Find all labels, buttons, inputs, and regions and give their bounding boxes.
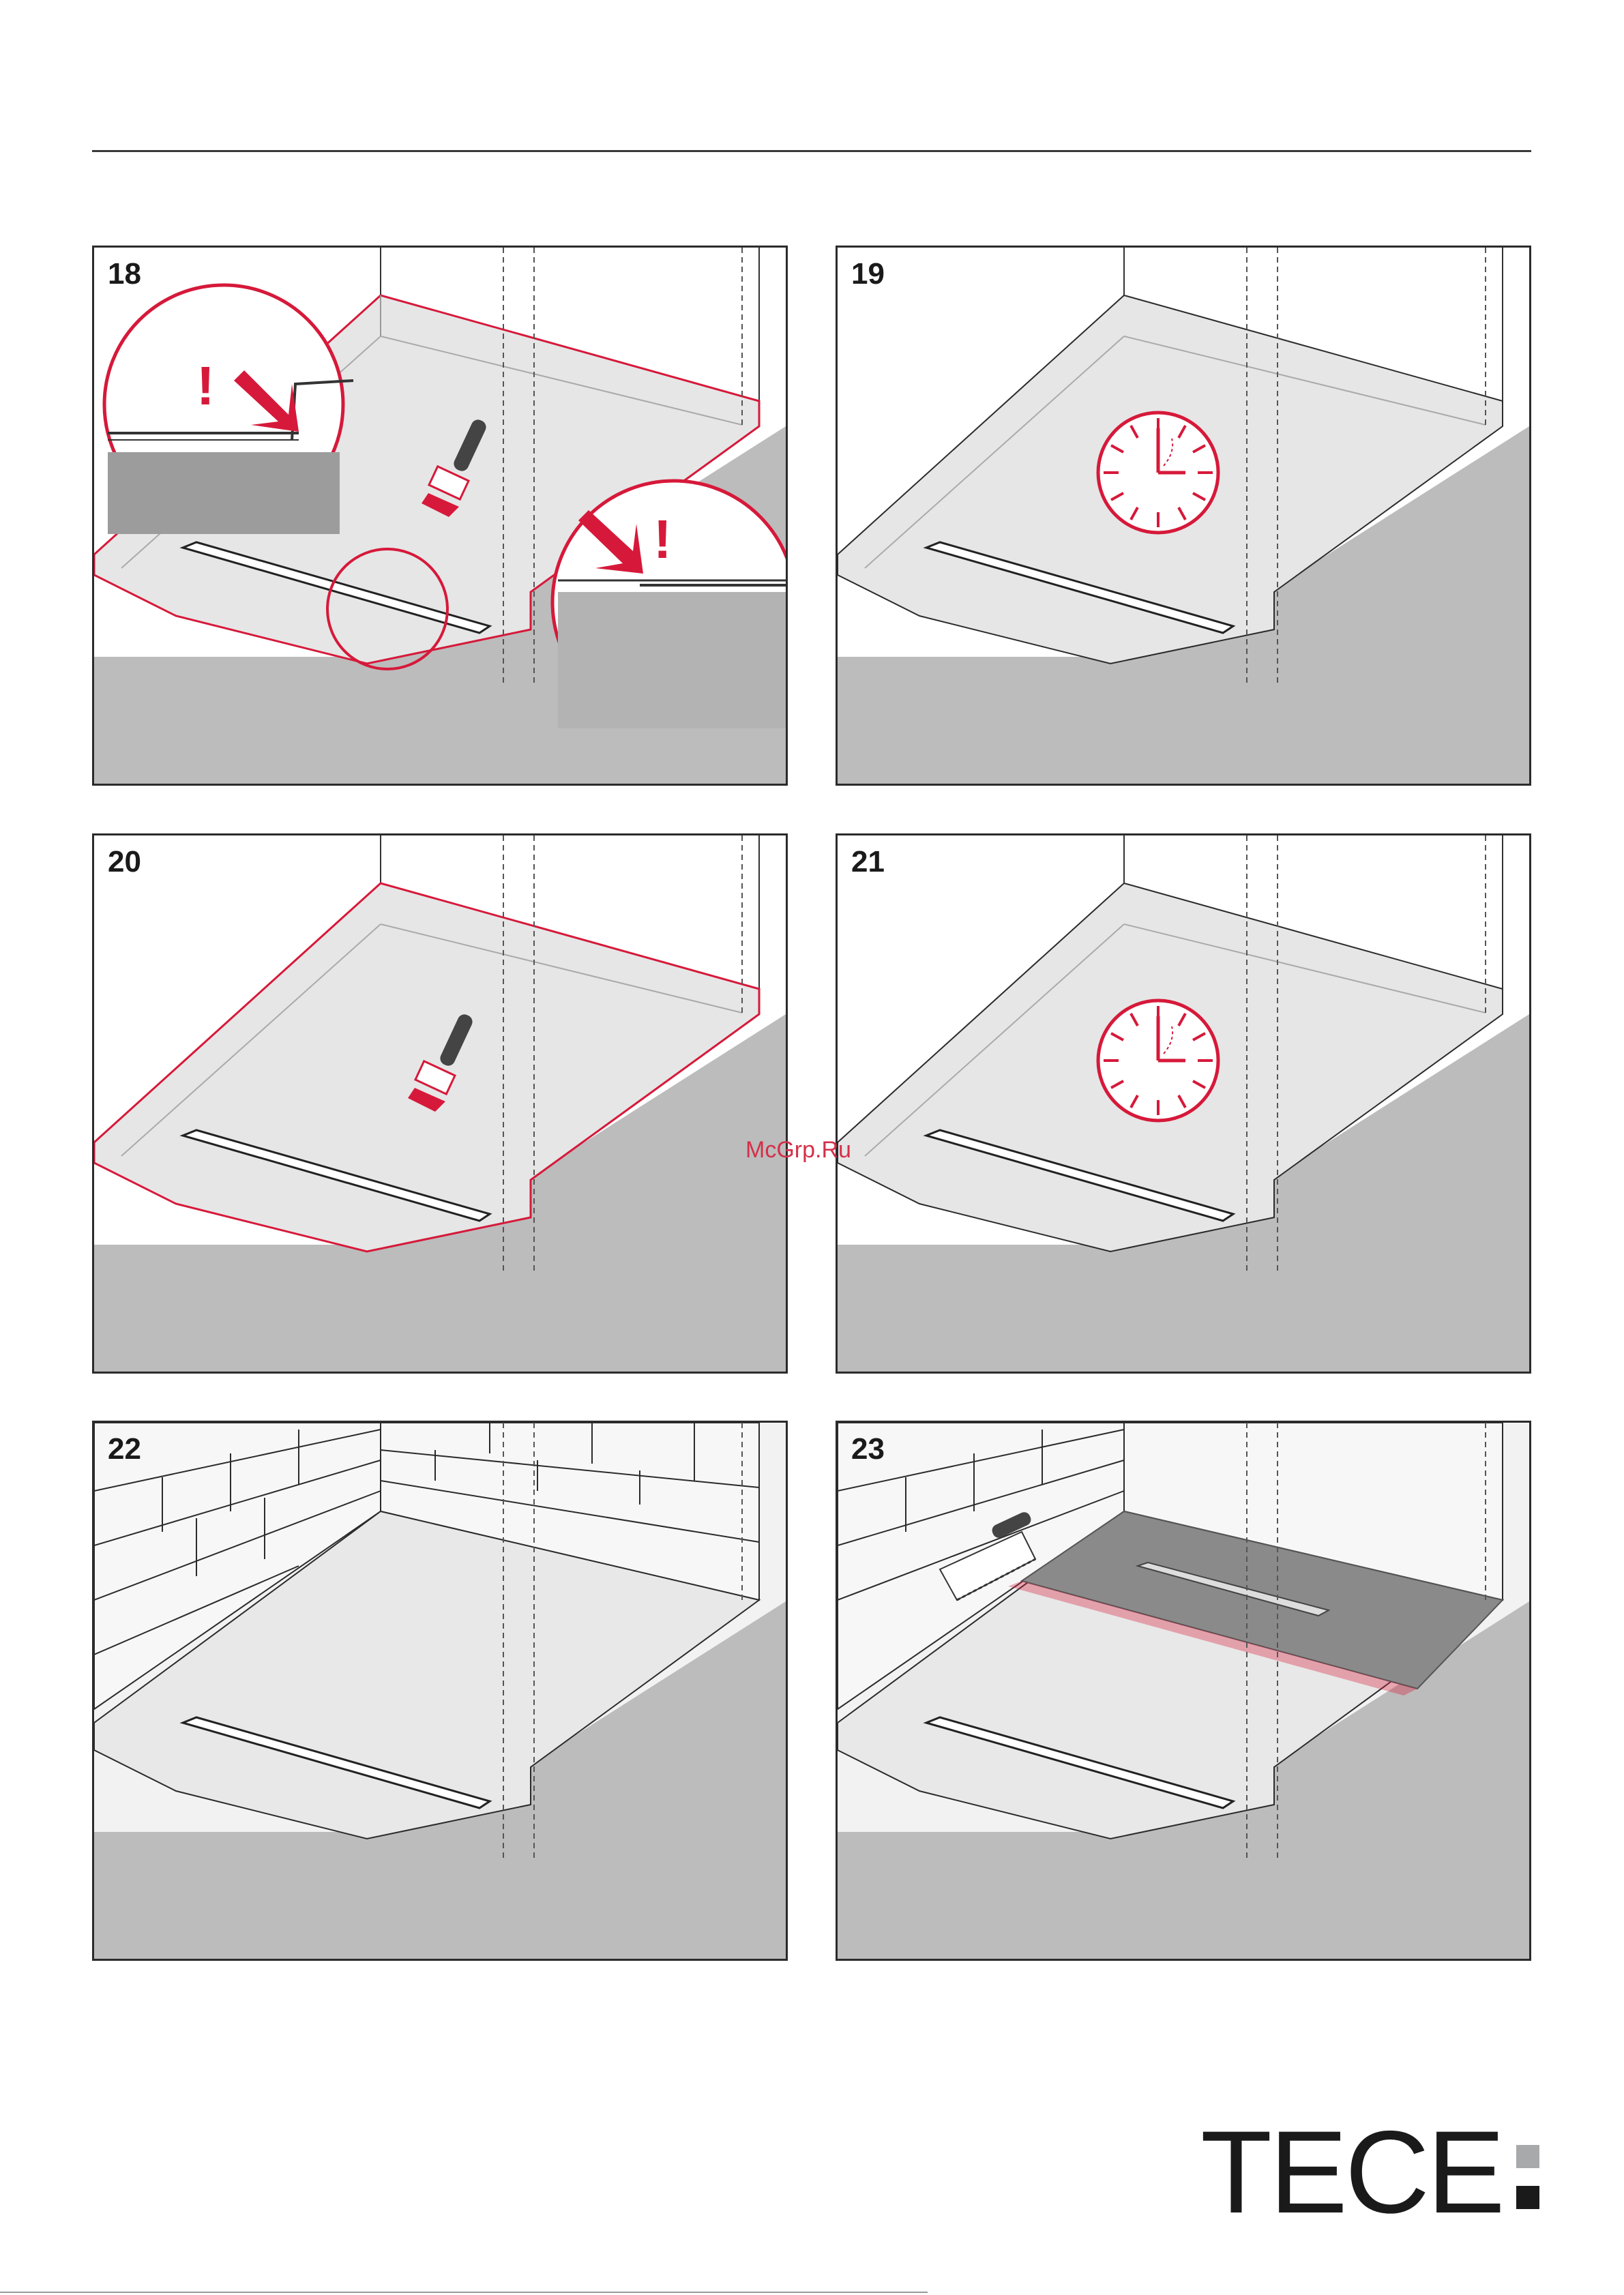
step-panel-19: 19 (836, 246, 1531, 786)
step-18-illustration: ! ! (94, 248, 786, 784)
step-panel-18: 18 ! ! (92, 246, 788, 786)
step-panel-22: 22 (92, 1421, 788, 1961)
logo-text: TECE (1200, 2114, 1503, 2231)
step-23-illustration (838, 1423, 1529, 1959)
clock-icon (1098, 413, 1218, 533)
footer-rule (0, 2292, 928, 2293)
clock-icon (1098, 1001, 1218, 1121)
tece-logo: TECE (1200, 2121, 1541, 2223)
step-panel-23: 23 (836, 1421, 1531, 1961)
step-number: 18 (108, 257, 141, 291)
warning-mark-2: ! (653, 509, 672, 569)
step-number: 20 (108, 845, 141, 879)
warning-mark-1: ! (196, 355, 215, 416)
step-panel-20: 20 (92, 833, 788, 1374)
logo-square-black (1516, 2186, 1539, 2209)
step-number: 23 (851, 1432, 885, 1466)
step-panel-21: 21 (836, 833, 1531, 1374)
step-number: 21 (851, 845, 885, 879)
step-19-illustration (838, 248, 1529, 784)
step-22-illustration (94, 1423, 786, 1959)
logo-marks (1516, 2145, 1541, 2213)
step-21-illustration (838, 835, 1529, 1372)
logo-square-gray (1516, 2145, 1539, 2168)
header-rule (92, 150, 1531, 152)
watermark: McGrp.Ru (745, 1137, 851, 1164)
step-number: 22 (108, 1432, 141, 1466)
step-20-illustration (94, 835, 786, 1372)
step-number: 19 (851, 257, 885, 291)
